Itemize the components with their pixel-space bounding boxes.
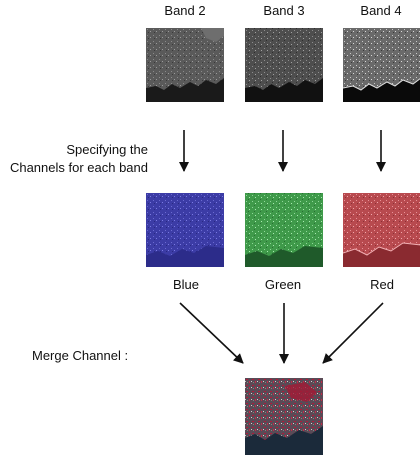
band-2-label: Band 2 bbox=[164, 3, 206, 18]
specify-line-1: Specifying the bbox=[66, 142, 148, 157]
band-4-image bbox=[343, 28, 420, 102]
red-channel-image bbox=[343, 193, 420, 267]
blue-channel-label: Blue bbox=[172, 277, 200, 292]
green-channel-image bbox=[245, 193, 323, 267]
specify-channels-label: Specifying the Channels for each band bbox=[10, 141, 148, 177]
merged-image bbox=[245, 378, 323, 455]
band-4-label: Band 4 bbox=[360, 3, 402, 18]
band-3-label: Band 3 bbox=[263, 3, 305, 18]
band-3-image bbox=[245, 28, 323, 102]
arrow-red-to-merge bbox=[322, 302, 384, 364]
blue-channel-image bbox=[146, 193, 224, 267]
specify-line-2: Channels for each band bbox=[9, 160, 148, 175]
merge-channel-label: Merge Channel : bbox=[32, 348, 129, 363]
red-channel-label: Red bbox=[370, 277, 394, 292]
arrow-blue-to-merge bbox=[179, 302, 244, 364]
band-2-image bbox=[146, 28, 224, 102]
green-channel-label: Green bbox=[264, 277, 302, 292]
